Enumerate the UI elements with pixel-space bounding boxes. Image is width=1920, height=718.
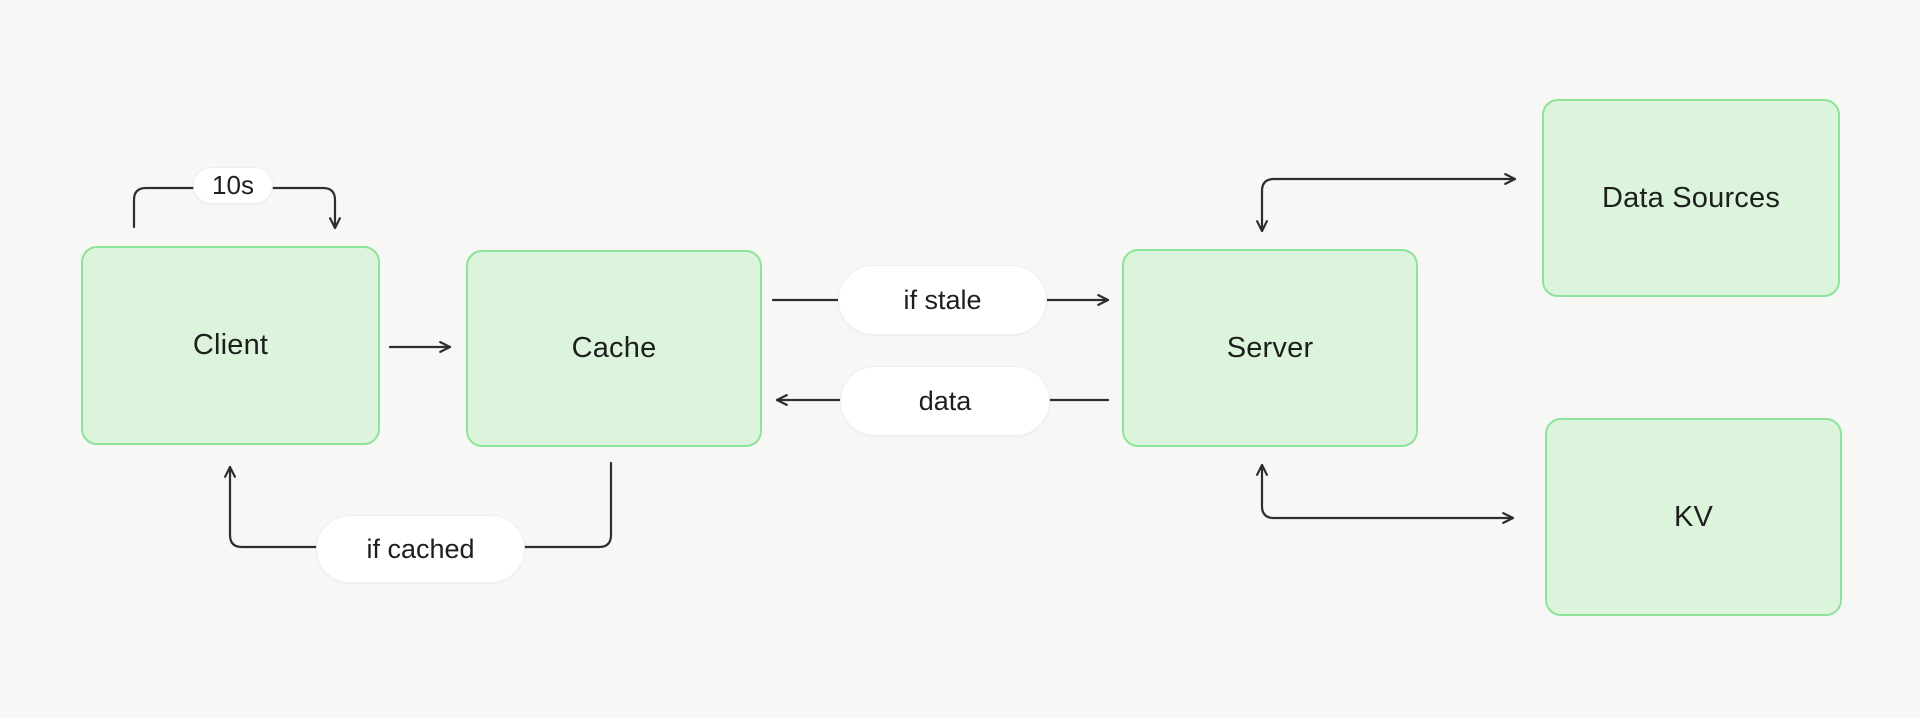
edge-label-if-stale-text: if stale xyxy=(903,284,982,315)
node-server-label: Server xyxy=(1226,331,1314,364)
node-kv: KV xyxy=(1545,418,1842,616)
node-server: Server xyxy=(1122,249,1418,447)
node-cache: Cache xyxy=(466,250,762,447)
node-data-sources-label: Data Sources xyxy=(1601,181,1781,214)
edge-label-if-cached: if cached xyxy=(316,515,525,583)
edge-label-if-stale: if stale xyxy=(838,265,1047,335)
edge-server-kv xyxy=(1256,463,1515,524)
node-data-sources: Data Sources xyxy=(1542,99,1840,297)
node-client-label: Client xyxy=(192,329,269,361)
edge-server-data-sources xyxy=(1256,173,1517,233)
edge-label-data-text: data xyxy=(918,385,972,416)
node-client: Client xyxy=(81,246,380,445)
node-cache-label: Cache xyxy=(571,332,657,364)
edge-label-ttl: 10s xyxy=(193,167,273,204)
edge-label-if-cached-text: if cached xyxy=(366,533,475,564)
edge-label-ttl-text: 10s xyxy=(212,170,254,200)
edge-label-data: data xyxy=(840,366,1050,436)
node-kv-label: KV xyxy=(1673,500,1714,533)
